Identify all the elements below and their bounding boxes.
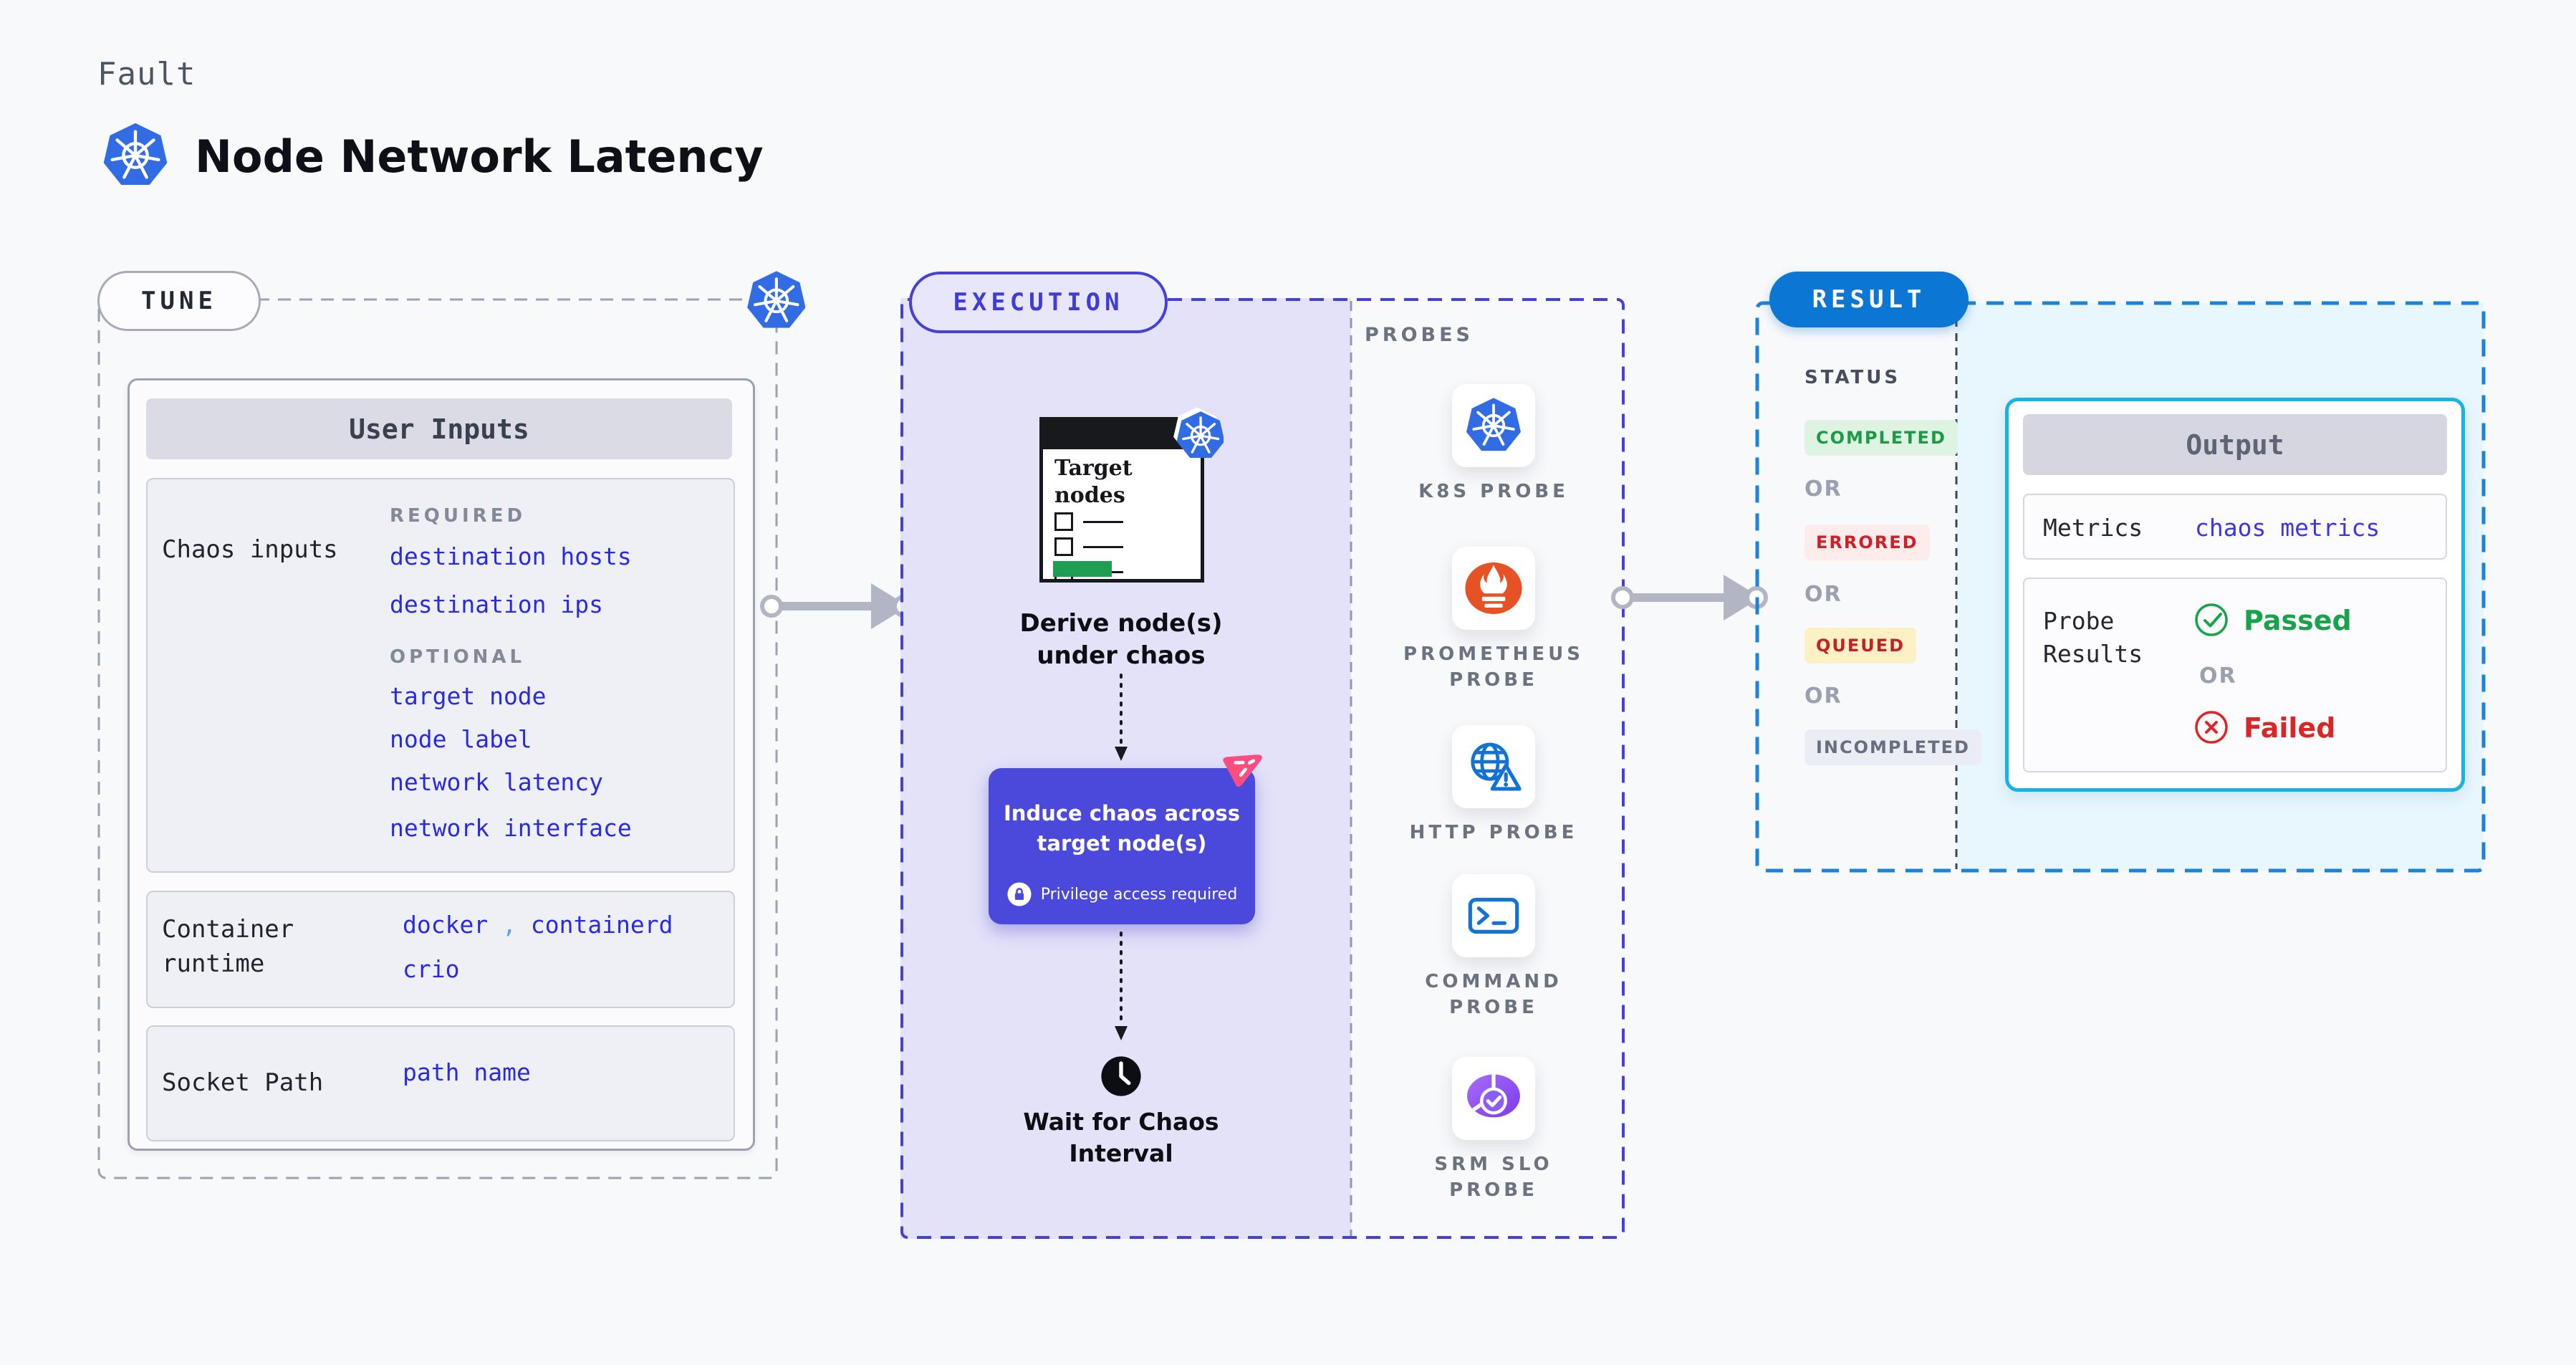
result-badge: RESULT: [1769, 272, 1969, 327]
execution-dashed-border: [900, 298, 1625, 1239]
probe-results-label: Probe Results: [2043, 607, 2143, 668]
prometheus-icon: [1461, 556, 1526, 621]
status-badge-completed: COMPLETED: [1804, 420, 1958, 456]
status-badge-incompleted: INCOMPLETED: [1804, 729, 1981, 765]
kubernetes-icon: [744, 267, 805, 330]
clock-icon: [1101, 1056, 1141, 1096]
or-label: OR: [1804, 476, 1842, 502]
probe-card-prometheus: [1452, 547, 1535, 630]
passed-label: Passed: [2244, 605, 2352, 636]
execution-badge: EXECUTION: [909, 272, 1168, 333]
tune-dashed-border: [97, 298, 778, 1179]
status-badge-errored: ERRORED: [1804, 525, 1930, 560]
link-crio[interactable]: crio: [403, 955, 460, 983]
probe-label: SRM SLO PROBE: [1434, 1154, 1553, 1201]
probe-card-http: [1452, 725, 1535, 808]
induce-chaos-label: Induce chaos across target node(s): [1004, 801, 1240, 856]
link-docker[interactable]: docker: [403, 911, 489, 939]
or-label: OR: [2199, 664, 2237, 689]
user-inputs-header: User Inputs: [146, 398, 732, 459]
link-containerd[interactable]: containerd: [530, 911, 673, 939]
http-probe-icon: [1463, 736, 1524, 798]
link-network-latency[interactable]: network latency: [390, 768, 604, 796]
kubernetes-icon: [1464, 396, 1524, 456]
probe-label: PROMETHEUS PROBE: [1403, 643, 1584, 691]
or-label: OR: [1804, 582, 1842, 607]
link-network-interface[interactable]: network interface: [390, 814, 632, 842]
lock-icon: [1007, 882, 1032, 906]
induce-chaos-box: Induce chaos across target node(s) Privi…: [989, 768, 1255, 924]
execution-section: Target nodes Derive node(s) under chaos: [900, 298, 1625, 1239]
container-runtime-label: Container runtime: [162, 915, 294, 978]
flow-arrow-execution-result: [1611, 575, 1768, 621]
tune-section: User Inputs Chaos inputs REQUIRED destin…: [97, 298, 778, 1179]
status-heading: STATUS: [1804, 367, 1901, 388]
probe-label: COMMAND PROBE: [1425, 971, 1562, 1018]
output-header: Output: [2023, 414, 2447, 475]
socket-path-label: Socket Path: [162, 1068, 324, 1097]
output-card: Output Metrics chaos metrics Probe Resul…: [2005, 398, 2465, 792]
passed-check-icon: [2195, 603, 2228, 636]
runtime-comma: ,: [502, 911, 516, 939]
failed-x-icon: [2195, 711, 2228, 744]
kubernetes-icon: [1173, 407, 1224, 459]
metrics-value-link[interactable]: chaos metrics: [2195, 514, 2380, 542]
user-inputs-card: User Inputs Chaos inputs REQUIRED destin…: [128, 378, 755, 1151]
probes-heading: PROBES: [1365, 324, 1474, 346]
probe-card-srm-slo: [1452, 1057, 1535, 1140]
metrics-row: Metrics chaos metrics: [2023, 494, 2447, 560]
link-destination-hosts[interactable]: destination hosts: [390, 542, 632, 570]
dotted-arrow: [1115, 674, 1128, 761]
target-nodes-card: Target nodes: [1039, 417, 1204, 583]
result-section: STATUS COMPLETED OR ERRORED OR QUEUED OR…: [1755, 301, 2486, 873]
chaos-inputs-row: Chaos inputs REQUIRED destination hosts …: [146, 478, 735, 873]
probe-card-command: [1452, 874, 1535, 957]
metrics-label: Metrics: [2043, 514, 2143, 542]
chaos-inputs-label: Chaos inputs: [162, 535, 338, 564]
link-destination-ips[interactable]: destination ips: [390, 590, 604, 618]
probe-results-row: Probe Results Passed OR Failed: [2023, 578, 2447, 772]
flow-arrow-tune-execution: [760, 583, 915, 629]
kubernetes-icon: [100, 120, 170, 191]
optional-heading: OPTIONAL: [390, 646, 526, 668]
probe-label: K8S PROBE: [1418, 481, 1569, 502]
step-wait-label: Wait for Chaos Interval: [1023, 1108, 1219, 1167]
command-probe-icon: [1463, 885, 1524, 947]
probe-label: HTTP PROBE: [1409, 822, 1578, 843]
page-title: Node Network Latency: [195, 130, 764, 183]
step-derive-label: Derive node(s) under chaos: [1019, 609, 1223, 670]
link-node-label[interactable]: node label: [390, 725, 532, 753]
or-label: OR: [1804, 684, 1842, 709]
progress-bar: [1053, 561, 1112, 577]
status-badge-queued: QUEUED: [1804, 628, 1917, 664]
tune-badge: TUNE: [97, 271, 261, 331]
required-heading: REQUIRED: [390, 505, 527, 527]
failed-label: Failed: [2244, 712, 2336, 744]
litmus-chaos-icon: [1216, 738, 1272, 794]
link-path-name[interactable]: path name: [403, 1058, 531, 1086]
socket-path-row: Socket Path path name: [146, 1025, 735, 1141]
probe-card-k8s: [1452, 384, 1535, 467]
dotted-arrow: [1115, 931, 1128, 1040]
srm-slo-probe-icon: [1462, 1067, 1525, 1130]
privilege-note: Privilege access required: [1040, 885, 1238, 904]
link-target-node[interactable]: target node: [390, 682, 547, 710]
target-card-title: Target nodes: [1054, 456, 1133, 508]
container-runtime-row: Container runtime docker , containerd cr…: [146, 891, 735, 1008]
fault-kicker: Fault: [97, 56, 196, 92]
